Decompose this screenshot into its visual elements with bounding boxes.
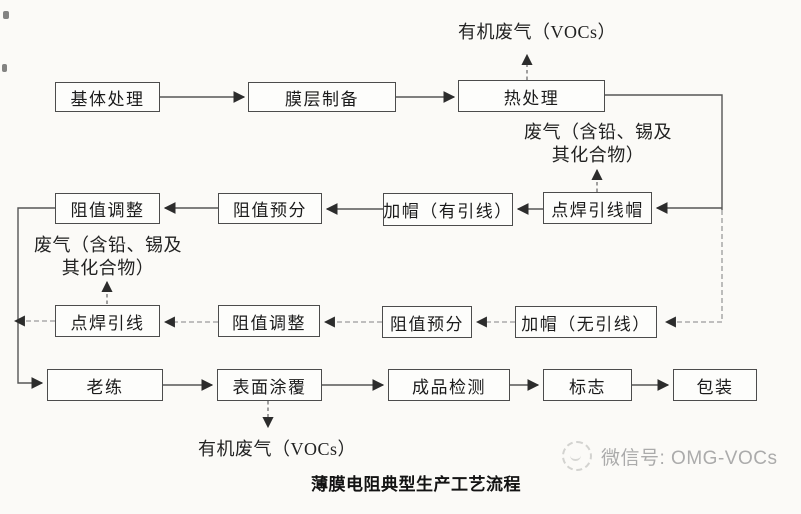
scan-speck [2,64,7,72]
node-substrate-processing: 基体处理 [55,82,160,112]
label-heat-treatment-voc: 有机废气（VOCs） [458,22,617,42]
edge-heat-right-down [605,94,723,210]
node-film-layer-preparation: 膜层制备 [248,82,396,112]
node-resistance-presorting-leaded: 阻值预分 [218,193,322,224]
node-packaging: 包装 [673,369,757,401]
node-spot-weld-lead-cap: 点焊引线帽 [543,192,652,224]
label-spot-weld-waste-line1: 废气（含铅、锡及 [34,235,182,255]
node-surface-coating: 表面涂覆 [217,369,322,401]
label-spot-weld-waste: 废气（含铅、锡及 其化合物） [23,234,193,280]
label-lead-cap-waste-line1: 废气（含铅、锡及 [524,122,672,142]
node-capping-with-leads: 加帽（有引线） [383,193,513,226]
node-spot-weld-leads: 点焊引线 [55,305,160,337]
edge-left-rail-to-aging [17,207,55,389]
node-aging: 老练 [47,369,163,401]
label-surface-coating-voc: 有机废气（VOCs） [198,439,357,459]
node-resistance-presorting-leadless: 阻值预分 [382,306,472,338]
label-lead-cap-waste-line2: 其化合物） [551,145,645,165]
node-resistance-adjustment-leadless: 阻值调整 [218,305,320,337]
watermark-text: 微信号: OMG-VOCs [601,447,778,469]
node-finished-product-inspection: 成品检测 [388,369,510,401]
label-lead-cap-waste: 废气（含铅、锡及 其化合物） [513,121,683,167]
node-resistance-adjustment-leaded: 阻值调整 [55,193,160,224]
scan-speck [3,11,9,19]
node-capping-without-leads: 加帽（无引线） [515,306,657,338]
edge-to-capping-without-leads [664,210,723,328]
wechat-emoji-logo-icon [562,441,592,471]
node-marking: 标志 [543,369,632,401]
label-spot-weld-waste-line2: 其化合物） [61,258,155,278]
node-heat-treatment: 热处理 [458,80,605,112]
diagram-title: 薄膜电阻典型生产工艺流程 [311,475,521,494]
watermark: 微信号: OMG-VOCs [562,441,777,471]
